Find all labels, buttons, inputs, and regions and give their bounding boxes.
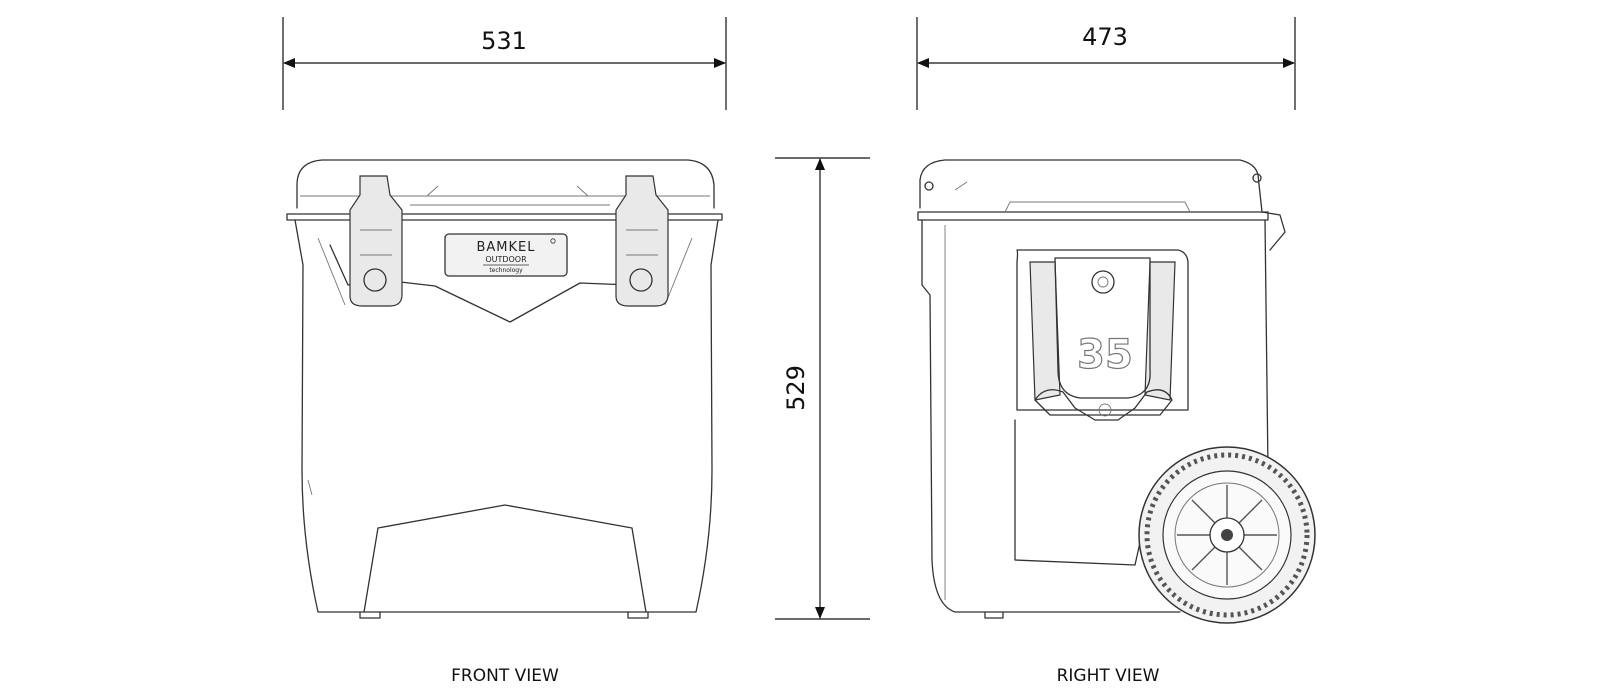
side-strap-left	[1029, 261, 1061, 401]
side-strap-right	[1144, 261, 1176, 401]
side-handle-panel	[1016, 249, 1189, 411]
right-view-label: RIGHT VIEW	[1057, 666, 1160, 686]
side-body-outline-back	[1264, 219, 1269, 471]
badge-line1: OUTDOOR	[485, 255, 527, 264]
side-lid-pin-left-icon	[924, 181, 934, 191]
wheel	[1138, 446, 1316, 624]
front-feet	[359, 611, 649, 619]
side-tow-bracket	[1261, 211, 1286, 251]
side-lid-tab	[954, 181, 968, 191]
side-body-leg-contour	[1014, 419, 1146, 566]
height-dimension: 529	[775, 157, 870, 620]
side-lid-handle-recess	[1004, 201, 1191, 213]
wheel-tread	[1144, 452, 1310, 618]
brand-badge: BAMKEL OUTDOOR technology	[444, 233, 568, 277]
front-lid-tabs	[426, 185, 589, 197]
side-foot	[984, 611, 1004, 619]
height-value: 529	[782, 365, 810, 411]
wheel-axle-icon	[1221, 529, 1233, 541]
side-lid-pin-right-icon	[1252, 173, 1262, 183]
front-width-value: 531	[481, 27, 527, 55]
front-body-outline	[294, 219, 719, 613]
front-width-dimension: 531	[282, 17, 727, 110]
badge-line2: technology	[489, 267, 523, 274]
front-lid-top	[296, 159, 715, 209]
side-handle-bolt-inner	[1097, 276, 1109, 288]
wheel-rim-inner	[1174, 482, 1280, 588]
front-latch-left	[349, 175, 403, 307]
front-view-label: FRONT VIEW	[451, 666, 559, 686]
side-body-outline-front	[921, 219, 1181, 613]
side-handle-bolt-icon	[1091, 270, 1115, 294]
side-handle-cuff-rivet-icon	[1098, 403, 1112, 417]
front-body-lower-panel-right	[377, 504, 647, 613]
side-width-value: 473	[1082, 23, 1128, 51]
side-width-dimension: 473	[916, 17, 1296, 110]
front-view-cooler: BAMKEL OUTDOOR technology	[286, 159, 723, 619]
side-lid-rim	[917, 211, 1269, 221]
side-lid-top	[919, 159, 1263, 213]
capacity-mark: 35	[1077, 332, 1133, 378]
front-drain-plug	[307, 479, 313, 496]
front-side-ribs	[317, 237, 693, 306]
registered-mark-icon	[550, 238, 556, 244]
side-handle-cuff	[1034, 389, 1173, 421]
right-view-cooler: 35	[917, 159, 1316, 624]
side-handle-plate	[1054, 257, 1151, 399]
badge-brand: BAMKEL	[476, 240, 535, 255]
front-lid-rim	[286, 213, 723, 221]
front-latch-right	[615, 175, 669, 307]
front-body-lower-panel-left	[363, 527, 379, 613]
